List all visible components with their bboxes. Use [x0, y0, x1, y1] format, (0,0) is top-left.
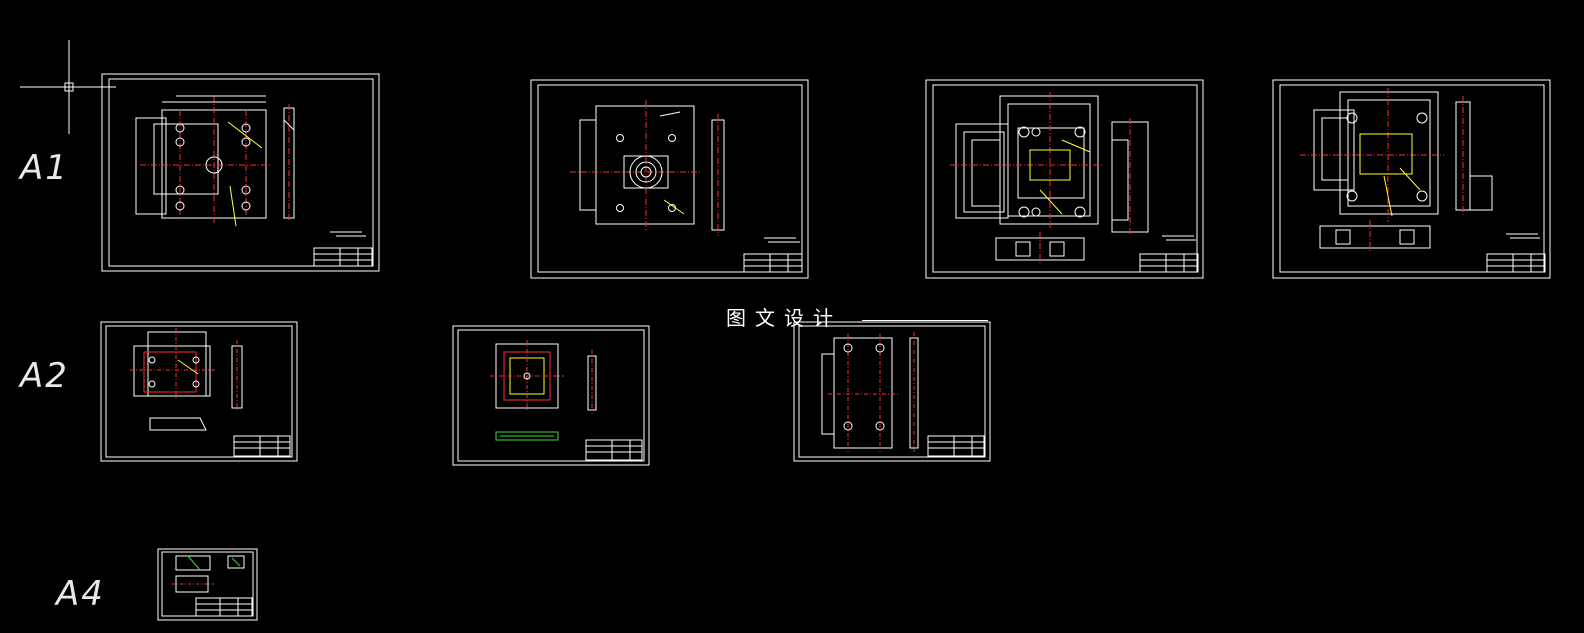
- drawing-sheet-a2-2[interactable]: [452, 325, 650, 466]
- crosshair-cursor-icon: [20, 40, 116, 134]
- watermark-text: 图文设计: [726, 306, 842, 330]
- sheet-size-label-a1: A1: [20, 148, 69, 188]
- drawing-sheet-a4-1[interactable]: [157, 548, 258, 621]
- drawing-sheet-a2-3[interactable]: [793, 321, 991, 462]
- drawing-sheet-a1-3[interactable]: [925, 79, 1204, 279]
- sheet-size-label-a4: A4: [56, 574, 105, 614]
- watermark-underline: [862, 320, 988, 321]
- drawing-sheet-a1-4[interactable]: [1272, 79, 1551, 279]
- drawing-sheet-a1-2[interactable]: [530, 79, 809, 279]
- sheet-size-label-a2: A2: [20, 356, 69, 396]
- drawing-sheet-a2-1[interactable]: [100, 321, 298, 462]
- drawing-sheet-a1-1[interactable]: [101, 73, 380, 272]
